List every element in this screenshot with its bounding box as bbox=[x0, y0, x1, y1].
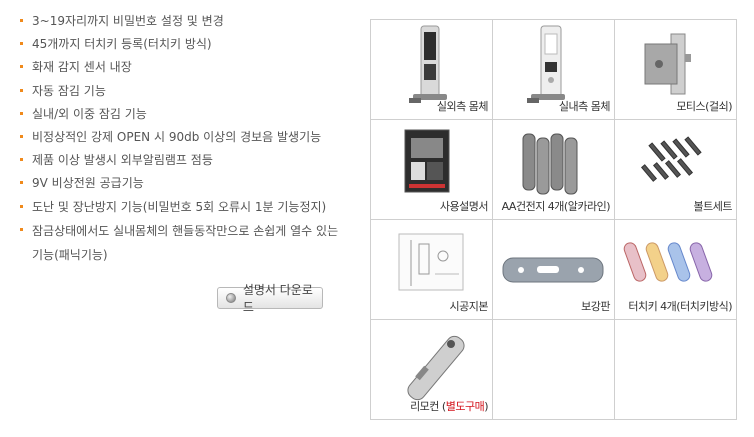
remote-label: 리모컨 (별도구매) bbox=[410, 400, 488, 413]
component-indoor-body: 실내측 몸체 bbox=[493, 20, 615, 120]
component-label: AA건전지 4개(알카라인) bbox=[501, 200, 611, 213]
mortise-image bbox=[644, 33, 691, 95]
feature-item: 실내/외 이중 잠김 기능 bbox=[20, 103, 360, 126]
component-label: 볼트세트 bbox=[693, 200, 733, 213]
bullet-icon bbox=[20, 111, 23, 115]
template-image bbox=[398, 233, 464, 291]
bullet-icon bbox=[20, 181, 23, 185]
component-label: 실외측 몸체 bbox=[436, 100, 489, 113]
component-remote: 리모컨 (별도구매) bbox=[371, 320, 493, 420]
empty-cell bbox=[615, 320, 737, 420]
feature-item: 도난 및 장난방지 기능(비밀번호 5회 오류시 1분 기능정지) bbox=[20, 196, 360, 219]
reinforce-plate-image bbox=[502, 257, 604, 283]
bolt-set-image bbox=[640, 136, 702, 182]
component-label: 보강판 bbox=[581, 300, 610, 313]
component-label: 시공지본 bbox=[449, 300, 489, 313]
manual-image bbox=[404, 129, 450, 193]
component-manual: 사용설명서 bbox=[371, 120, 493, 220]
feature-item: 제품 이상 발생시 외부알림램프 점등 bbox=[20, 149, 360, 172]
component-touch-key: 터치키 4개(터치키방식) bbox=[615, 220, 737, 320]
component-bolt-set: 볼트세트 bbox=[615, 120, 737, 220]
feature-item: 9V 비상전원 공급기능 bbox=[20, 172, 360, 195]
bullet-icon bbox=[20, 42, 23, 46]
outdoor-body-image bbox=[409, 25, 447, 103]
component-outdoor-body: 실외측 몸체 bbox=[371, 20, 493, 120]
component-batteries: AA건전지 4개(알카라인) bbox=[493, 120, 615, 220]
feature-item: 3~19자리까지 비밀번호 설정 및 변경 bbox=[20, 10, 360, 33]
bullet-icon bbox=[20, 204, 23, 208]
component-label: 모티스(걸쇠) bbox=[676, 100, 732, 113]
bullet-icon bbox=[20, 135, 23, 139]
remote-image bbox=[407, 335, 465, 401]
indoor-body-image bbox=[527, 25, 565, 103]
component-reinforce-plate: 보강판 bbox=[493, 220, 615, 320]
feature-item: 비정상적인 강제 OPEN 시 90db 이상의 경보음 발생기능 bbox=[20, 126, 360, 149]
circle-bullet-icon bbox=[226, 293, 236, 303]
component-label: 터치키 4개(터치키방식) bbox=[628, 300, 732, 313]
component-template: 시공지본 bbox=[371, 220, 493, 320]
manual-download-button[interactable]: 설명서 다운로드 bbox=[217, 283, 323, 314]
bullet-icon bbox=[20, 65, 23, 69]
bullet-icon bbox=[20, 88, 23, 92]
component-label: 사용설명서 bbox=[439, 200, 489, 213]
touch-key-image bbox=[623, 242, 713, 282]
component-label: 실내측 몸체 bbox=[558, 100, 611, 113]
bullet-icon bbox=[20, 227, 23, 231]
separate-purchase-text: 별도구매 bbox=[445, 400, 485, 413]
battery-image bbox=[522, 133, 578, 195]
feature-item: 화재 감지 센서 내장 bbox=[20, 56, 360, 79]
feature-item: 45개까지 터치키 등록(터치키 방식) bbox=[20, 33, 360, 56]
bullet-icon bbox=[20, 158, 23, 162]
feature-item: 자동 잠김 기능 bbox=[20, 80, 360, 103]
component-grid: 실외측 몸체 실내측 몸체 모티스(걸쇠) 사용설명서 bbox=[370, 19, 737, 420]
component-mortise: 모티스(걸쇠) bbox=[615, 20, 737, 120]
bullet-icon bbox=[20, 19, 23, 22]
feature-list: 3~19자리까지 비밀번호 설정 및 변경 45개까지 터치키 등록(터치키 방… bbox=[20, 10, 360, 267]
empty-cell bbox=[493, 320, 615, 420]
